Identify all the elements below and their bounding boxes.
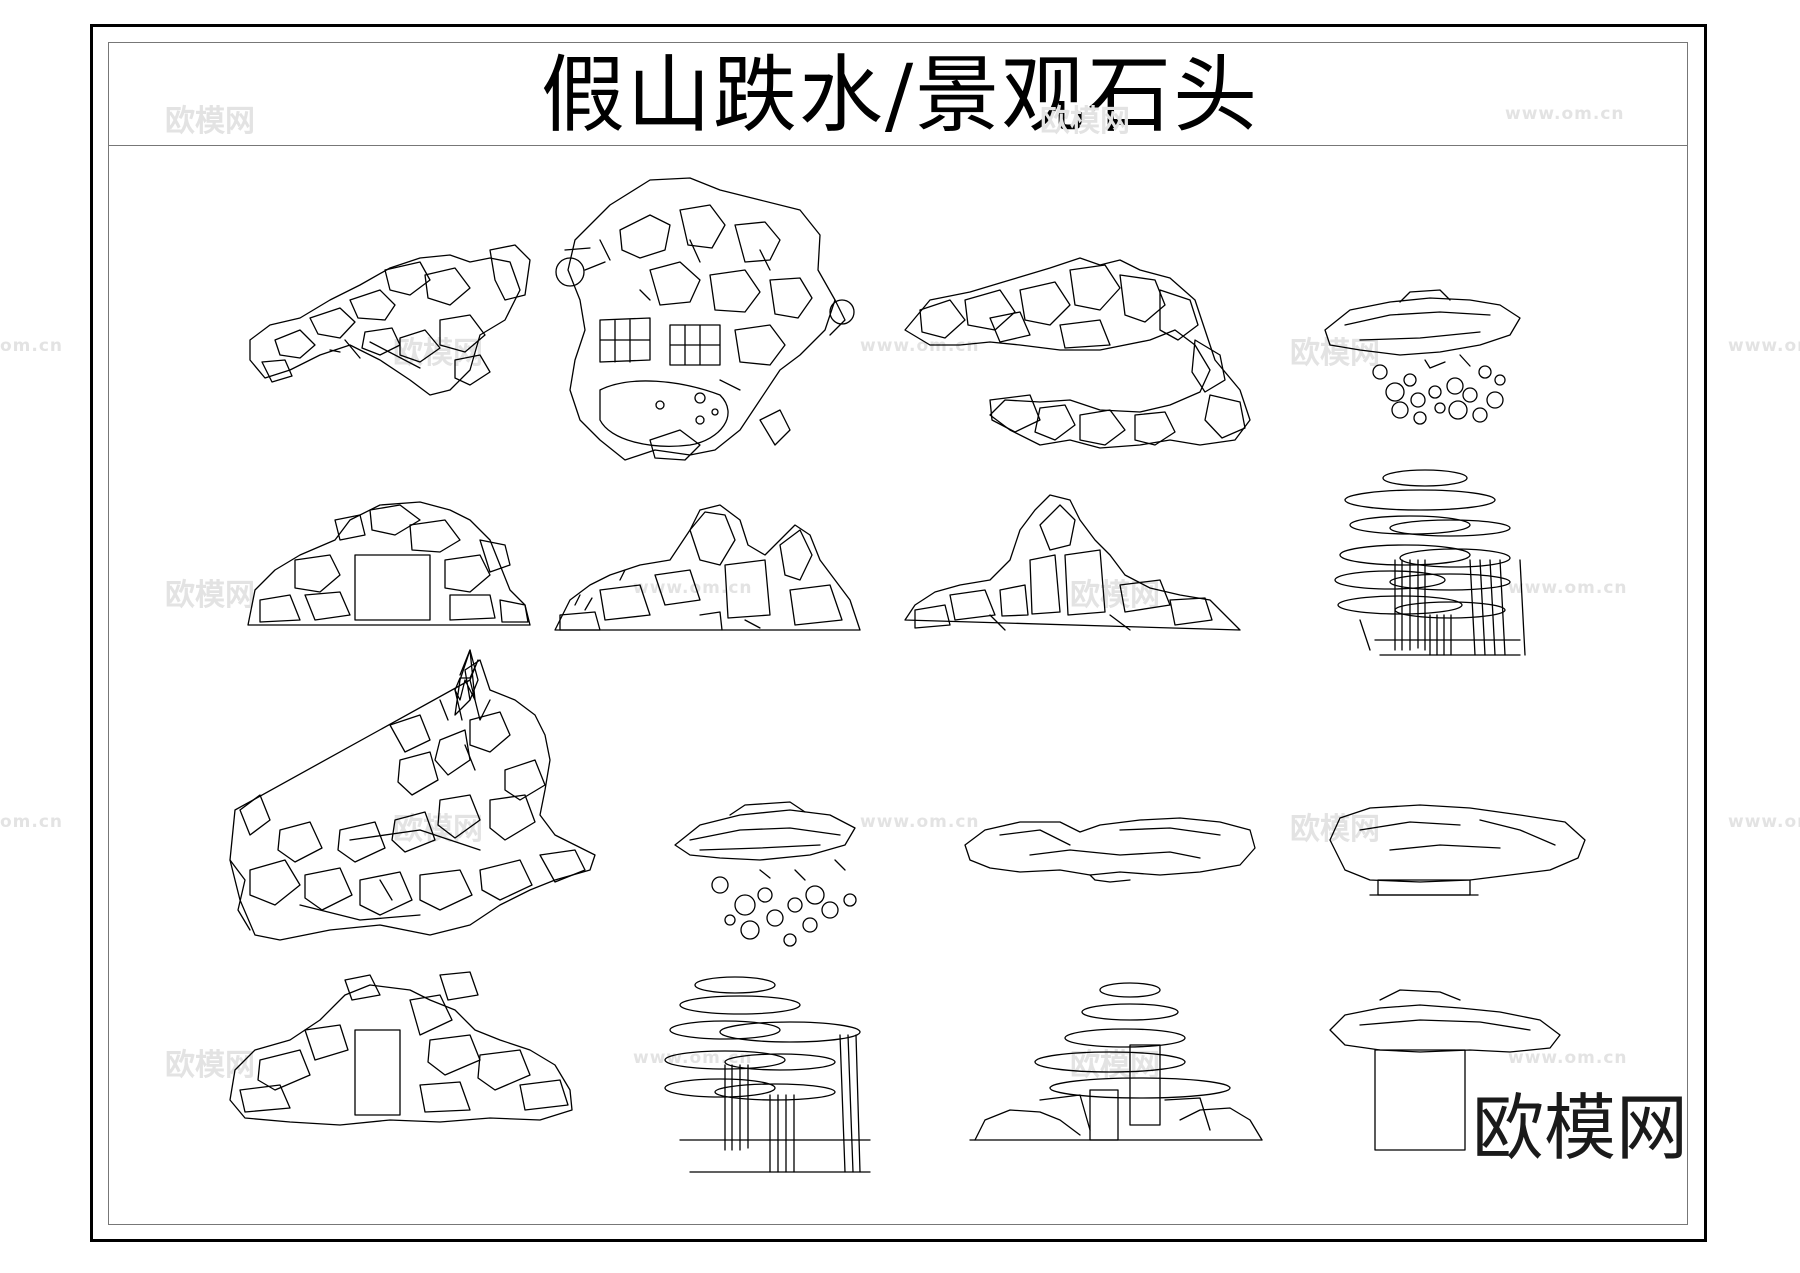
rock-plan-5 bbox=[674, 801, 857, 947]
brand-logo-text: 欧模网 bbox=[1472, 1086, 1689, 1170]
rock-elevation-4 bbox=[1334, 469, 1526, 656]
rock-elevation-1 bbox=[247, 501, 531, 626]
rock-pedestal-2 bbox=[1329, 989, 1561, 1151]
drawing-border-inner bbox=[108, 42, 1688, 1225]
rock-elevation-6 bbox=[664, 976, 871, 1173]
watermark-url: www.om.cn bbox=[860, 812, 980, 832]
watermark-url: www.om.cn bbox=[1508, 578, 1628, 598]
watermark-cn: 欧模网 bbox=[1070, 1048, 1160, 1083]
watermark-url: www.om.cn bbox=[1728, 812, 1800, 832]
sheet-title: 假山跌水/景观石头 bbox=[540, 46, 1260, 144]
watermark-cn: 欧模网 bbox=[1290, 336, 1380, 371]
watermark-url: www.om.cn bbox=[633, 1048, 753, 1068]
watermark-cn: 欧模网 bbox=[165, 104, 255, 139]
watermark-url: www.om.cn bbox=[633, 578, 753, 598]
watermark-url: www.om.cn bbox=[860, 336, 980, 356]
rock-plan-4 bbox=[1324, 289, 1521, 425]
watermark-edge: om.cn bbox=[0, 336, 64, 356]
rock-elevation-2 bbox=[554, 504, 861, 631]
rock-plan-1 bbox=[249, 244, 531, 396]
watermark-cn: 欧模网 bbox=[165, 578, 255, 613]
watermark-cn: 欧模网 bbox=[1070, 578, 1160, 613]
watermark-url: www.om.cn bbox=[1505, 104, 1625, 124]
rock-plan-6 bbox=[964, 817, 1256, 883]
rock-plan-3 bbox=[904, 257, 1251, 449]
rock-plan-2 bbox=[555, 177, 855, 461]
rock-cluster-1 bbox=[229, 649, 596, 941]
watermark-cn: 欧模网 bbox=[393, 336, 483, 371]
watermark-url: www.om.cn bbox=[1728, 336, 1800, 356]
rock-elevation-7 bbox=[969, 982, 1263, 1141]
watermark-edge: om.cn bbox=[0, 812, 64, 832]
rock-pedestal-1 bbox=[1329, 804, 1586, 896]
rock-elevation-5 bbox=[229, 971, 573, 1126]
rock-elevation-3 bbox=[904, 494, 1241, 631]
watermark-cn: 欧模网 bbox=[1040, 104, 1130, 139]
watermark-url: www.om.cn bbox=[1508, 1048, 1628, 1068]
drawing-border-outer bbox=[90, 24, 1707, 1242]
title-divider bbox=[108, 145, 1688, 146]
